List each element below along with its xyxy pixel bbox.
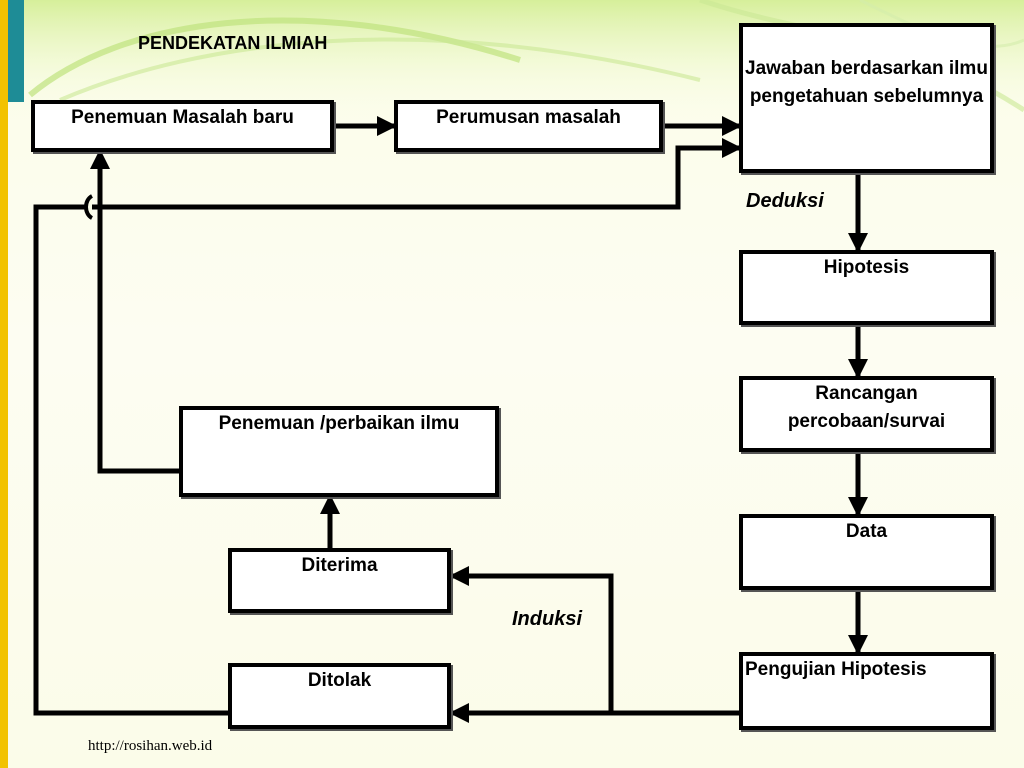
accent-bar-teal [8,0,24,102]
arrow-induksi-to-diterima [449,566,614,713]
node-penemuan-perbaikan: Penemuan /perbaikan ilmu [179,406,499,497]
node-jawaban: Jawaban berdasarkan ilmu pengetahuan seb… [739,23,994,173]
node-diterima: Diterima [228,548,451,613]
edge-label-induksi: Induksi [512,608,583,630]
edge-label-deduksi: Deduksi [746,190,824,212]
slide-title: PENDEKATAN ILMIAH [138,33,328,53]
node-penemuan-masalah-baru: Penemuan Masalah baru [31,100,334,152]
node-label: Jawaban berdasarkan ilmu pengetahuan seb… [745,58,988,107]
node-label: Pengujian Hipotesis [745,659,927,680]
node-label: Hipotesis [823,257,910,278]
arrow-perbaikan-to-penemuan-masalah [97,218,181,474]
node-label: Rancangan percobaan/survai [787,383,946,432]
node-label: Ditolak [307,670,372,691]
node-label: Diterima [301,555,378,576]
node-pengujian: Pengujian Hipotesis [739,652,994,730]
accent-bar-yellow [0,0,8,768]
node-ditolak: Ditolak [228,663,451,729]
footer-url: http://rosihan.web.id [88,738,213,754]
node-label: Perumusan masalah [436,107,621,128]
node-data: Data [739,514,994,590]
node-label: Penemuan Masalah baru [71,107,294,128]
node-label: Data [845,521,888,542]
arrow-loop-to-jawaban [96,138,742,210]
arrow-ditolak-loop [33,204,230,716]
node-hipotesis: Hipotesis [739,250,994,325]
node-perumusan-masalah: Perumusan masalah [394,100,663,152]
node-label: Penemuan /perbaikan ilmu [218,413,460,434]
node-rancangan: Rancangan percobaan/survai [739,376,994,452]
